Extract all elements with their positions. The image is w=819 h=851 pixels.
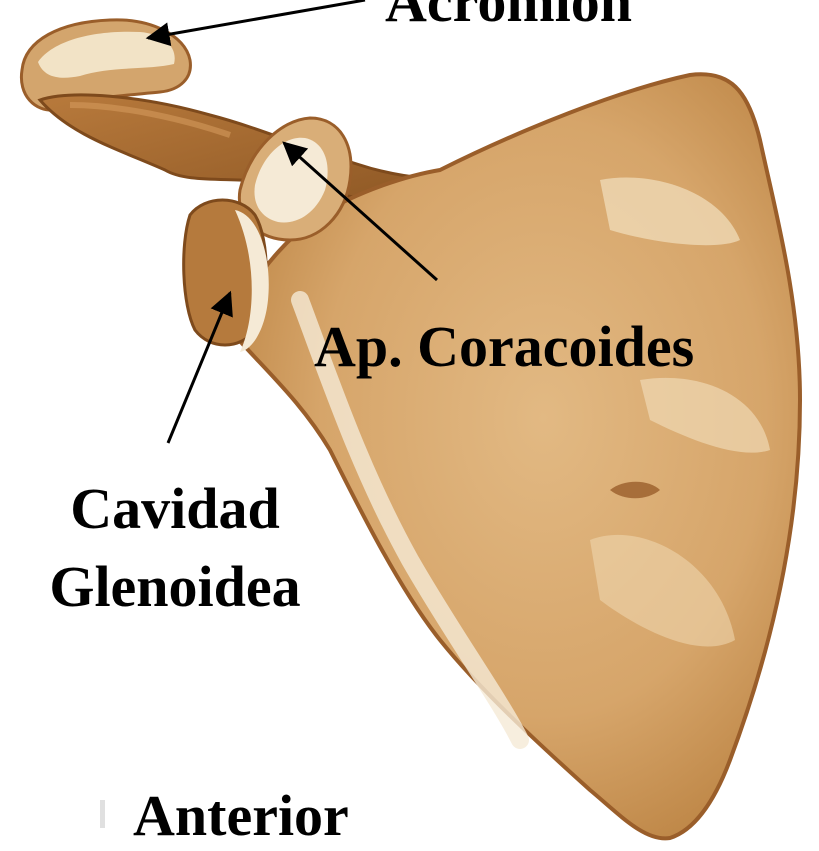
glenoid-label-line2: Glenoidea <box>40 548 310 626</box>
view-label: Anterior <box>133 787 349 845</box>
acromion-label: Acromion <box>385 0 632 31</box>
glenoid-label-line1: Cavidad <box>40 470 310 548</box>
glenoid-label: Cavidad Glenoidea <box>40 470 310 626</box>
coracoid-label: Ap. Coracoides <box>314 318 694 376</box>
glenoid-cavity <box>184 200 269 352</box>
scan-artifact <box>100 800 105 828</box>
acromion-arrow <box>148 0 365 38</box>
